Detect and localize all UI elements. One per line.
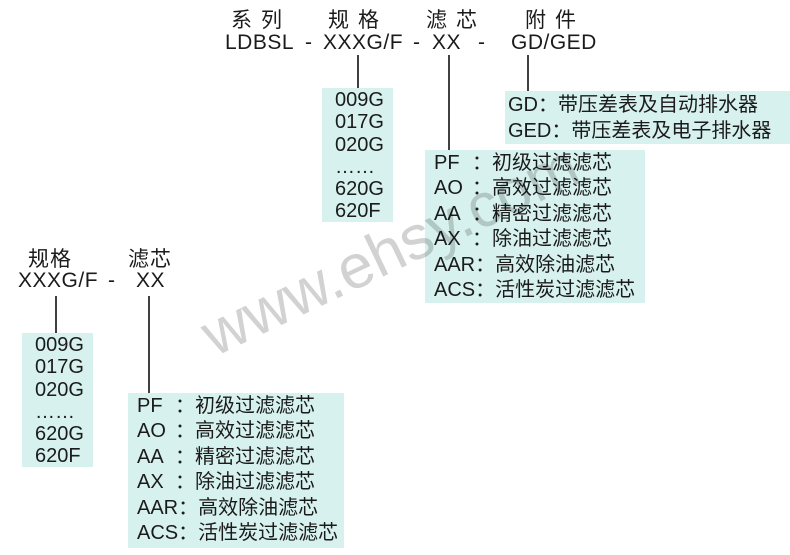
spec-option: 020G [335,133,384,156]
spec-option: …… [35,400,75,423]
filter-colon: ： [472,202,492,225]
filter-code: AA [434,202,461,225]
filter-colon: ： [178,496,199,519]
model-series-code: LDBSL [225,31,295,54]
filter-option: ACS：活性炭过滤滤芯 [434,278,645,303]
bottom-model-spec-code: XXXG/F [18,269,99,292]
accessory-option: GED：带压差表及电子排水器 [508,118,790,144]
filter-colon: ： [472,228,492,251]
accessory-desc: 带压差表及自动排水器 [558,94,758,116]
filter-option: AA ：精密过滤滤芯 [137,445,344,470]
connector-line-bottom-spec [55,296,57,333]
filter-colon: ： [475,279,496,302]
accessory-colon: ： [538,94,558,116]
connector-line-filter [448,55,450,150]
bottom-filter-options-box: PF：初级过滤滤芯 AO：高效过滤滤芯 AA：精密过滤滤芯 AX：除油过滤滤芯 … [128,393,344,548]
model-accessory-code: GD/GED [511,31,597,54]
filter-code: PF [434,152,460,174]
filter-option: AO ：高效过滤滤芯 [137,419,344,444]
filter-code: ACS [434,279,476,302]
spec-option: 009G [335,89,384,111]
connector-line-accessory [527,55,529,91]
filter-desc: 精密过滤滤芯 [195,445,315,468]
filter-option: PF ：初级过滤滤芯 [137,394,344,419]
bottom-label-filter: 滤芯 [128,248,172,271]
filter-code: AO [137,420,166,443]
filter-code: AAR [434,253,476,276]
accessory-colon: ： [551,120,572,142]
filter-colon: ： [175,395,195,417]
spec-option: 020G [35,378,84,401]
filter-desc: 高效过滤滤芯 [492,177,612,200]
filter-code: PF [137,395,163,417]
filter-colon: ： [475,253,496,276]
filter-code: AA [137,445,164,468]
filter-option: AO ：高效过滤滤芯 [434,176,645,201]
model-filter-code: XX [432,31,462,54]
filter-colon: ： [178,522,199,545]
top-filter-options-box: PF：初级过滤滤芯 AO：高效过滤滤芯 AA：精密过滤滤芯 AX：除油过滤滤芯 … [425,150,645,303]
spec-option: 620G [35,423,84,446]
filter-desc: 除油过滤滤芯 [492,228,612,251]
filter-code: AX [137,471,164,494]
bottom-model-separator: - [108,269,116,292]
model-separator-1: - [305,31,313,54]
spec-option: …… [335,155,375,178]
filter-code: AAR [137,496,179,519]
filter-option: AAR：高效除油滤芯 [137,496,344,521]
filter-option: PF ：初级过滤滤芯 [434,151,645,176]
top-label-filter: 滤芯 [426,9,486,32]
spec-option: 620F [335,200,381,223]
model-separator-3: - [478,31,486,54]
filter-desc: 精密过滤滤芯 [492,202,612,225]
filter-option: AX ：除油过滤滤芯 [137,470,344,495]
filter-desc: 活性炭过滤滤芯 [198,522,339,545]
spec-option: 009G [35,334,84,356]
filter-colon: ： [472,152,492,174]
accessory-options-box: GD：带压差表及自动排水器 GED：带压差表及电子排水器 [505,91,790,144]
spec-option: 017G [35,356,84,379]
accessory-option: GD：带压差表及自动排水器 [508,92,790,118]
filter-colon: ： [175,420,195,443]
filter-option: AA ：精密过滤滤芯 [434,202,645,227]
filter-desc: 高效除油滤芯 [198,496,319,519]
spec-option: 620G [335,178,384,201]
filter-desc: 初级过滤滤芯 [195,395,315,417]
accessory-code: GD [508,94,538,116]
model-separator-2: - [413,31,421,54]
model-spec-code: XXXG/F [323,31,404,54]
top-label-series: 系列 [231,9,291,32]
filter-desc: 初级过滤滤芯 [492,152,612,174]
spec-option: 620F [35,445,81,468]
filter-desc: 活性炭过滤滤芯 [495,279,636,302]
connector-line-bottom-filter [148,296,150,393]
bottom-model-filter-code: XX [136,269,166,292]
filter-option: ACS：活性炭过滤滤芯 [137,521,344,546]
filter-code: AO [434,177,463,200]
top-label-spec: 规格 [328,9,388,32]
connector-line-spec [357,55,359,88]
filter-code: AX [434,228,461,251]
accessory-desc: 带压差表及电子排水器 [571,120,772,142]
filter-code: ACS [137,522,179,545]
top-label-accessory: 附件 [525,9,585,32]
filter-desc: 高效过滤滤芯 [195,420,315,443]
filter-colon: ： [472,177,492,200]
filter-colon: ： [175,445,195,468]
bottom-label-spec: 规格 [28,248,72,271]
spec-option: 017G [335,111,384,134]
top-spec-options-box: 009G 017G 020G …… 620G 620F [322,88,393,222]
filter-option: AX ：除油过滤滤芯 [434,227,645,252]
filter-desc: 高效除油滤芯 [495,253,616,276]
filter-option: AAR：高效除油滤芯 [434,253,645,278]
bottom-spec-options-box: 009G 017G 020G …… 620G 620F [22,333,93,467]
accessory-code: GED [508,120,552,142]
filter-colon: ： [175,471,195,494]
filter-desc: 除油过滤滤芯 [195,471,315,494]
